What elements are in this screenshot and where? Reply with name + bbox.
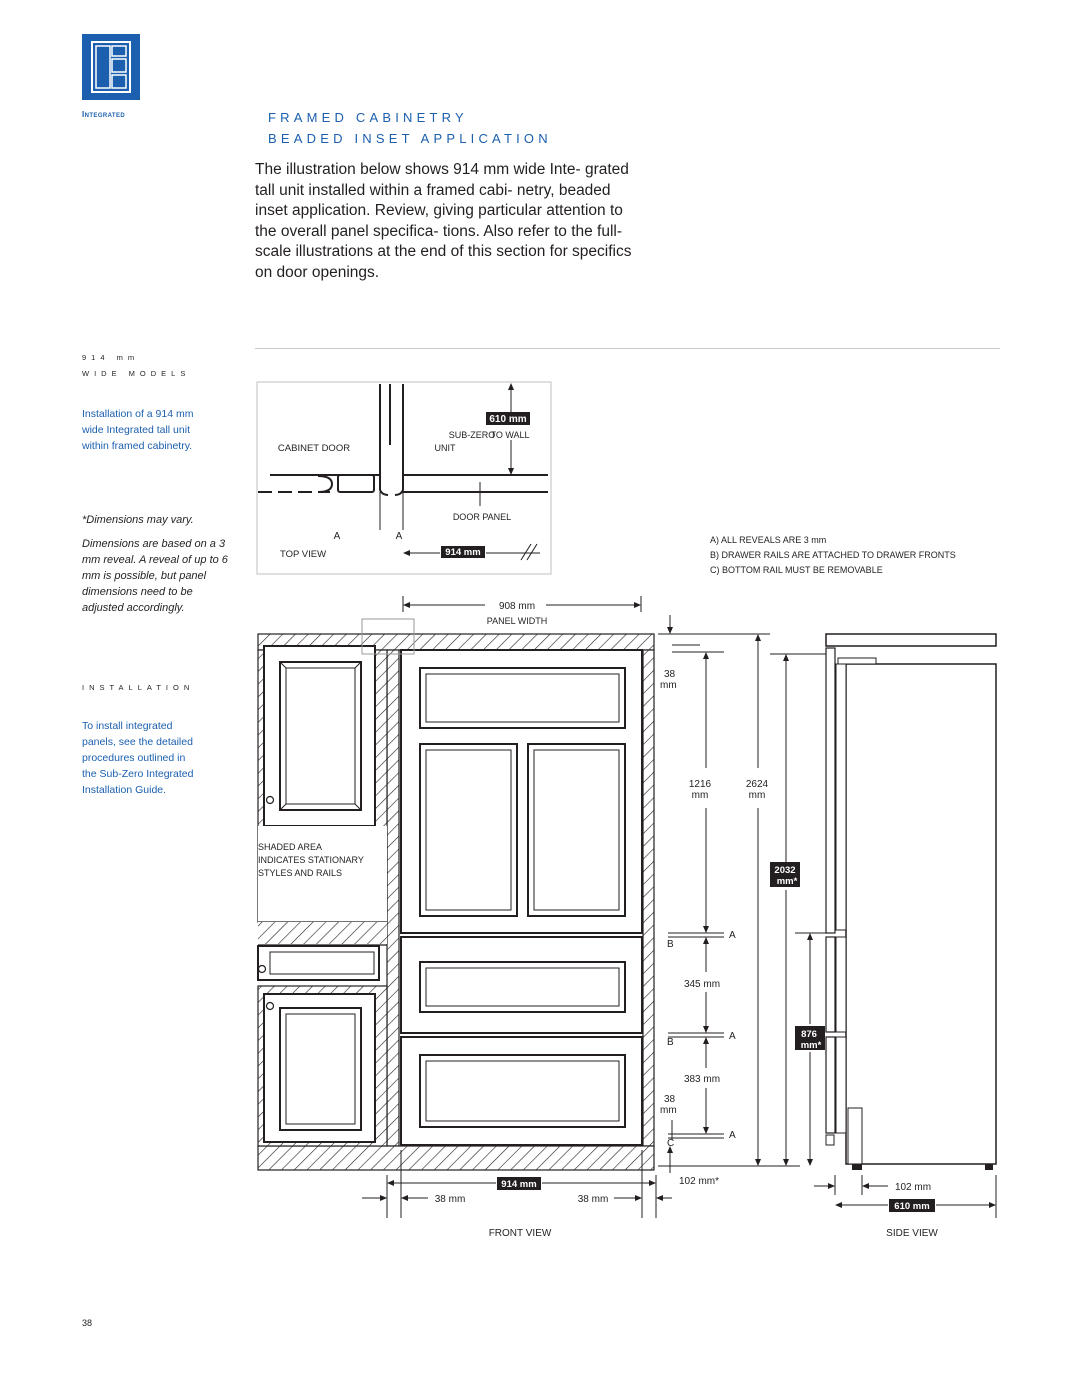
right-stile-hatch bbox=[642, 649, 655, 1147]
dim-38-left: 38 mm bbox=[435, 1194, 466, 1205]
refrigerator-drawer-2 bbox=[400, 1036, 643, 1146]
dimensions-note: *Dimensions may vary. bbox=[82, 514, 194, 526]
page-number: 38 bbox=[82, 1318, 93, 1328]
top-view: 610 mm SUB-ZERO UNIT TO WALL CABINET DOO… bbox=[256, 381, 552, 575]
front-view: 908 mm PANEL WIDTH SHADED AREA INDICATES… bbox=[257, 596, 835, 1239]
dim-38-bottom-unit: mm bbox=[660, 1105, 677, 1116]
sub-zero-integrated-logo bbox=[82, 34, 140, 100]
note-b: B) DRAWER RAILS ARE ATTACHED TO DRAWER F… bbox=[710, 550, 956, 560]
side-view: 102 mm 610 mm SIDE VIEW bbox=[814, 633, 997, 1239]
badge-876mm-number: 876 bbox=[801, 1029, 817, 1040]
panel-width-value: 908 mm bbox=[499, 601, 535, 612]
section-divider bbox=[255, 348, 1000, 349]
shaded-area-line2: INDICATES STATIONARY bbox=[258, 855, 364, 865]
dim-38-top-number: 38 bbox=[664, 669, 676, 680]
refrigerator-icon bbox=[82, 34, 140, 100]
dim-1216-number: 1216 bbox=[689, 779, 712, 790]
note-c: C) BOTTOM RAIL MUST BE REMOVABLE bbox=[710, 565, 883, 575]
drawer1-panel-side bbox=[825, 936, 836, 1033]
sidebar-heading-installation: INSTALLATION bbox=[82, 683, 195, 692]
marker-b-2: B bbox=[667, 1037, 674, 1048]
badge-610mm-top bbox=[486, 412, 530, 425]
badge-914mm-front-text: 914 mm bbox=[501, 1179, 536, 1190]
upper-panel-side bbox=[825, 647, 836, 934]
marker-a-3: A bbox=[729, 1130, 736, 1141]
page-subtitle: BEADED INSET APPLICATION bbox=[268, 131, 552, 146]
left-cabinet-door-lower bbox=[263, 993, 376, 1143]
refrigerator-drawer-1 bbox=[400, 936, 643, 1034]
drawer2-panel-side bbox=[825, 1036, 836, 1134]
marker-c: C bbox=[667, 1138, 674, 1149]
left-stile-hatch bbox=[386, 649, 400, 1147]
shaded-area-line1: SHADED AREA bbox=[258, 842, 322, 852]
sidebar-caption-installation: Installation of a 914 mm wide Integrated… bbox=[82, 408, 194, 452]
door-panel-label: DOOR PANEL bbox=[453, 512, 511, 522]
dim-102-front: 102 mm* bbox=[679, 1176, 719, 1187]
note-a: A) ALL REVEALS ARE 3 mm bbox=[710, 535, 826, 545]
dim-383: 383 mm bbox=[684, 1074, 720, 1085]
side-view-label: SIDE VIEW bbox=[886, 1228, 938, 1239]
reveal-note: Dimensions are based on a 3 mm reveal. A… bbox=[82, 538, 228, 614]
dim-38-bottom-number: 38 bbox=[664, 1094, 676, 1105]
marker-a-left: A bbox=[334, 531, 341, 542]
badge-610mm-top-text: 610 mm bbox=[489, 414, 526, 425]
dim-102-side: 102 mm bbox=[895, 1182, 931, 1193]
badge-2032mm bbox=[770, 862, 800, 887]
left-cabinet-door-upper bbox=[263, 645, 376, 827]
badge-2032mm-unit: mm* bbox=[777, 876, 798, 887]
to-wall-label: TO WALL bbox=[490, 430, 529, 440]
badge-610mm-side bbox=[889, 1199, 935, 1212]
badge-2032mm-number: 2032 bbox=[774, 865, 795, 876]
intro-paragraph: The illustration below shows 914 mm wide… bbox=[255, 161, 632, 281]
dim-2624-unit: mm bbox=[749, 790, 766, 801]
refrigerator-body-side bbox=[845, 663, 997, 1165]
refrigerator-upper-panel bbox=[400, 649, 643, 934]
top-view-label: TOP VIEW bbox=[280, 549, 326, 560]
badge-876mm-unit: mm* bbox=[801, 1040, 822, 1051]
badge-914mm-top bbox=[441, 546, 485, 558]
subzero-label: SUB-ZERO bbox=[449, 430, 496, 440]
marker-a-1: A bbox=[729, 930, 736, 941]
badge-610mm-side-text: 610 mm bbox=[894, 1201, 929, 1212]
marker-a-2: A bbox=[729, 1031, 736, 1042]
sidebar-caption-guide: To install integrated panels, see the de… bbox=[82, 720, 194, 796]
dim-38-top-unit: mm bbox=[660, 680, 677, 691]
left-cabinet-drawer bbox=[257, 945, 380, 981]
countertop bbox=[825, 633, 997, 647]
shaded-area-line3: STYLES AND RAILS bbox=[258, 868, 342, 878]
sidebar-heading-models: WIDE MODELS bbox=[82, 369, 191, 378]
unit-label: UNIT bbox=[435, 443, 456, 453]
dim-38-right: 38 mm bbox=[578, 1194, 609, 1205]
top-view-frame bbox=[256, 381, 552, 575]
marker-b-1: B bbox=[667, 939, 674, 950]
sidebar-heading-size: 914 mm bbox=[82, 353, 140, 362]
panel-width-label: PANEL WIDTH bbox=[487, 616, 548, 626]
front-view-label: FRONT VIEW bbox=[489, 1228, 552, 1239]
page-title: FRAMED CABINETRY bbox=[268, 110, 468, 125]
bottom-rail-hatch bbox=[257, 1145, 655, 1171]
marker-a-right: A bbox=[396, 531, 403, 542]
cabinet-door-label: CABINET DOOR bbox=[278, 443, 350, 454]
badge-876mm bbox=[795, 1026, 825, 1050]
detail-callout-box bbox=[361, 618, 415, 655]
dim-1216-unit: mm bbox=[692, 790, 709, 801]
badge-914mm-front bbox=[497, 1177, 541, 1190]
brand-label: Integrated bbox=[82, 110, 126, 119]
dim-2624-number: 2624 bbox=[746, 779, 769, 790]
badge-914mm-top-text: 914 mm bbox=[445, 547, 480, 558]
dim-345: 345 mm bbox=[684, 979, 720, 990]
